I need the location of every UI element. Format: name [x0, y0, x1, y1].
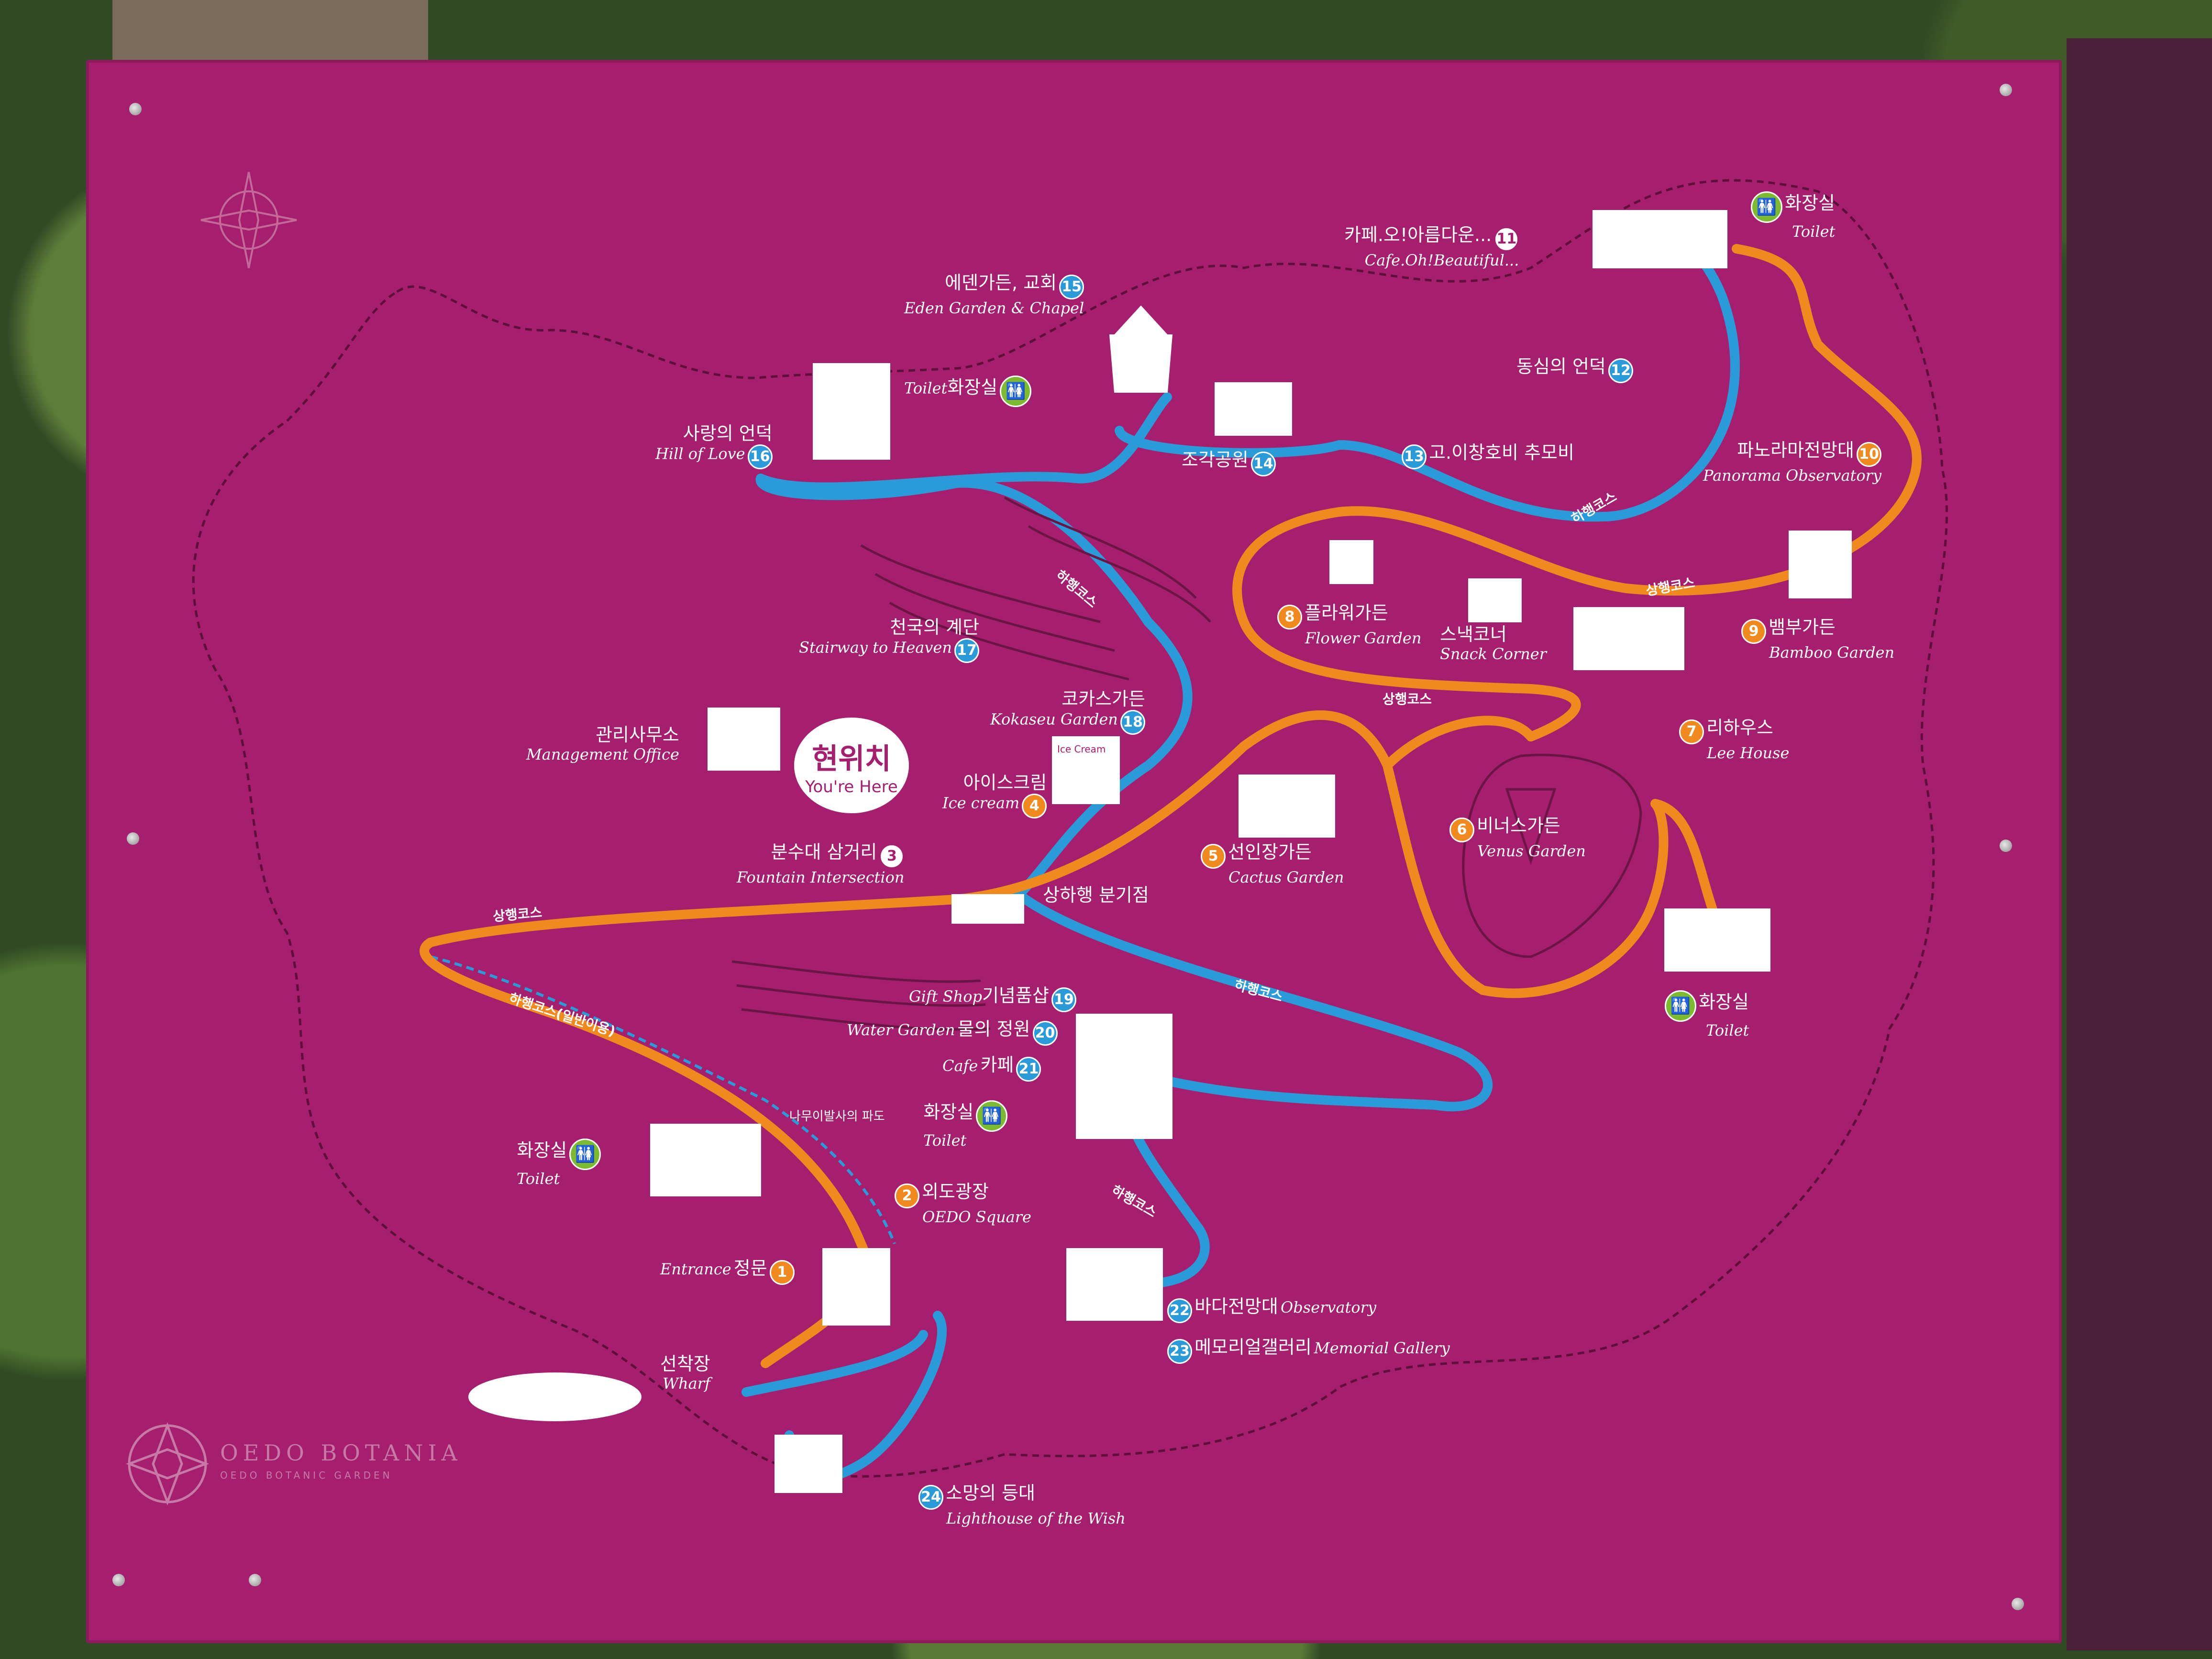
bolt	[127, 832, 139, 845]
place-24-lighthouse: 24 소망의 등대 Lighthouse of the Wish	[918, 1482, 1126, 1527]
place-22-observatory: 22 바다전망대 Observatory	[1167, 1296, 1376, 1323]
place-16-hill-of-love: 사랑의 언덕 Hill of Love 16	[655, 423, 773, 469]
stairway-terraces	[731, 496, 1211, 1031]
entrance-gate-icon	[822, 1248, 890, 1326]
place-23-memorial-gallery: 23 메모리얼갤러리 Memorial Gallery	[1167, 1337, 1450, 1364]
place-4-ice-cream: 아이스크림 Ice cream 4	[942, 772, 1047, 818]
cactus-icon	[1239, 774, 1335, 838]
cafe-building-icon	[1593, 210, 1727, 268]
bolt	[2000, 84, 2012, 96]
up-course-label: 상행코스	[1382, 691, 1432, 707]
bolt	[2000, 840, 2012, 852]
toilet-icon: 🚻	[569, 1139, 601, 1170]
place-13-memorial-stone: 13 고.이창호비 추모비	[1402, 442, 1574, 469]
place-19-gift-shop: Gift Shop기념품샵 19	[909, 985, 1076, 1012]
bamboo-icon	[1789, 531, 1852, 598]
place-15-eden-garden: 에덴가든, 교회 15 Eden Garden & Chapel	[904, 272, 1084, 317]
branch-point-label: 상하행 분기점	[1043, 885, 1149, 906]
place-2-oedo-square: 2 외도광장 OEDO Square	[895, 1181, 1031, 1226]
you-are-here-ko: 현위치	[812, 742, 891, 776]
toilet-label-east: 🚻 화장실 Toilet	[1665, 990, 1749, 1040]
snack-corner-icon	[1468, 578, 1522, 622]
toilet-icon: 🚻	[1751, 191, 1782, 223]
logo-title: OEDO BOTANIA	[220, 1440, 462, 1466]
lighthouse-icon	[774, 1435, 842, 1493]
you-are-here-en: You're Here	[805, 777, 898, 796]
observatory-building-icon	[1066, 1248, 1163, 1321]
down-route	[741, 220, 1740, 1485]
wharf-boat-icon	[468, 1372, 641, 1421]
bolt	[249, 1574, 261, 1586]
bolt	[129, 103, 142, 115]
place-18-kokaseu-garden: 코카스가든 Kokaseu Garden 18	[990, 688, 1145, 735]
place-21-cafe: Cafe 카페 21	[942, 1054, 1041, 1082]
ice-cream-shop-icon	[1052, 736, 1120, 804]
place-9-bamboo-garden: 9 뱀부가든 Bamboo Garden	[1741, 617, 1894, 661]
logo-subtitle: OEDO BOTANIC GARDEN	[220, 1470, 393, 1481]
walkway-label: 나무이발사의 파도	[789, 1109, 885, 1124]
place-12-childhood-hill: 동심의 언덕 12	[1516, 356, 1633, 383]
hill-of-love-arch	[813, 363, 890, 460]
toilet-ship-icon	[650, 1124, 761, 1196]
fountain-icon	[951, 894, 1024, 924]
lee-house-icon	[1573, 607, 1684, 670]
place-11-cafe: 카페.오!아름다운... 11 Cafe.Oh!Beautiful...	[1344, 224, 1519, 269]
place-1-entrance: Entrance 정문 1	[660, 1258, 795, 1285]
bolt	[2012, 1598, 2024, 1610]
flower-icon	[1329, 540, 1373, 584]
toilet-icon: 🚻	[976, 1100, 1008, 1132]
management-office-icon	[708, 708, 780, 771]
toilet-icon: 🚻	[1000, 376, 1032, 407]
toilet-label-center: 화장실 🚻 Toilet	[923, 1100, 1008, 1150]
chapel-icon	[1109, 334, 1173, 393]
island-outline	[192, 179, 1948, 1478]
toilet-label-north: Toilet화장실 🚻	[904, 376, 1032, 407]
compass-rose	[200, 172, 297, 268]
oedo-botania-logo-mark	[125, 1422, 210, 1506]
place-8-flower-garden: 8 플라워가든 Flower Garden	[1277, 602, 1421, 647]
management-office-label: 관리사무소 Management Office	[526, 724, 679, 763]
toilet-icon: 🚻	[1665, 990, 1696, 1022]
gift-shop-building-icon	[1076, 1014, 1172, 1139]
wharf-label: 선착장 Wharf	[660, 1353, 710, 1393]
snack-corner-label: 스낵코너 Snack Corner	[1440, 624, 1547, 663]
place-14-sculpture-park: 조각공원 14	[1182, 449, 1276, 476]
building-pictograms	[468, 210, 1852, 1493]
adjacent-sign-panel	[2067, 38, 2212, 1650]
bolt	[112, 1574, 125, 1586]
place-5-cactus-garden: 5 선인장가든 Cactus Garden	[1201, 841, 1344, 886]
place-17-stairway-to-heaven: 천국의 계단 Stairway to Heaven 17	[799, 617, 980, 663]
place-6-venus-garden: 6 비너스가든 Venus Garden	[1449, 815, 1586, 860]
sculpture-icon	[1215, 382, 1292, 436]
place-7-lee-house: 7 리하우스 Lee House	[1679, 717, 1789, 762]
place-3-fountain-intersection: 분수대 삼거리 3 Fountain Intersection	[737, 841, 905, 886]
toilet-building-icon	[1664, 908, 1770, 972]
place-10-panorama-observatory: 파노라마전망대 10 Panorama Observatory	[1703, 440, 1882, 485]
place-20-water-garden: Water Garden 물의 정원 20	[847, 1018, 1058, 1046]
toilet-label-west: 화장실 🚻 Toilet	[517, 1139, 601, 1188]
toilet-label-northeast: 🚻 화장실 Toilet	[1751, 191, 1835, 241]
you-are-here-marker: 현위치 You're Here	[794, 718, 909, 813]
ice-cream-sign: Ice Cream	[1057, 743, 1106, 755]
